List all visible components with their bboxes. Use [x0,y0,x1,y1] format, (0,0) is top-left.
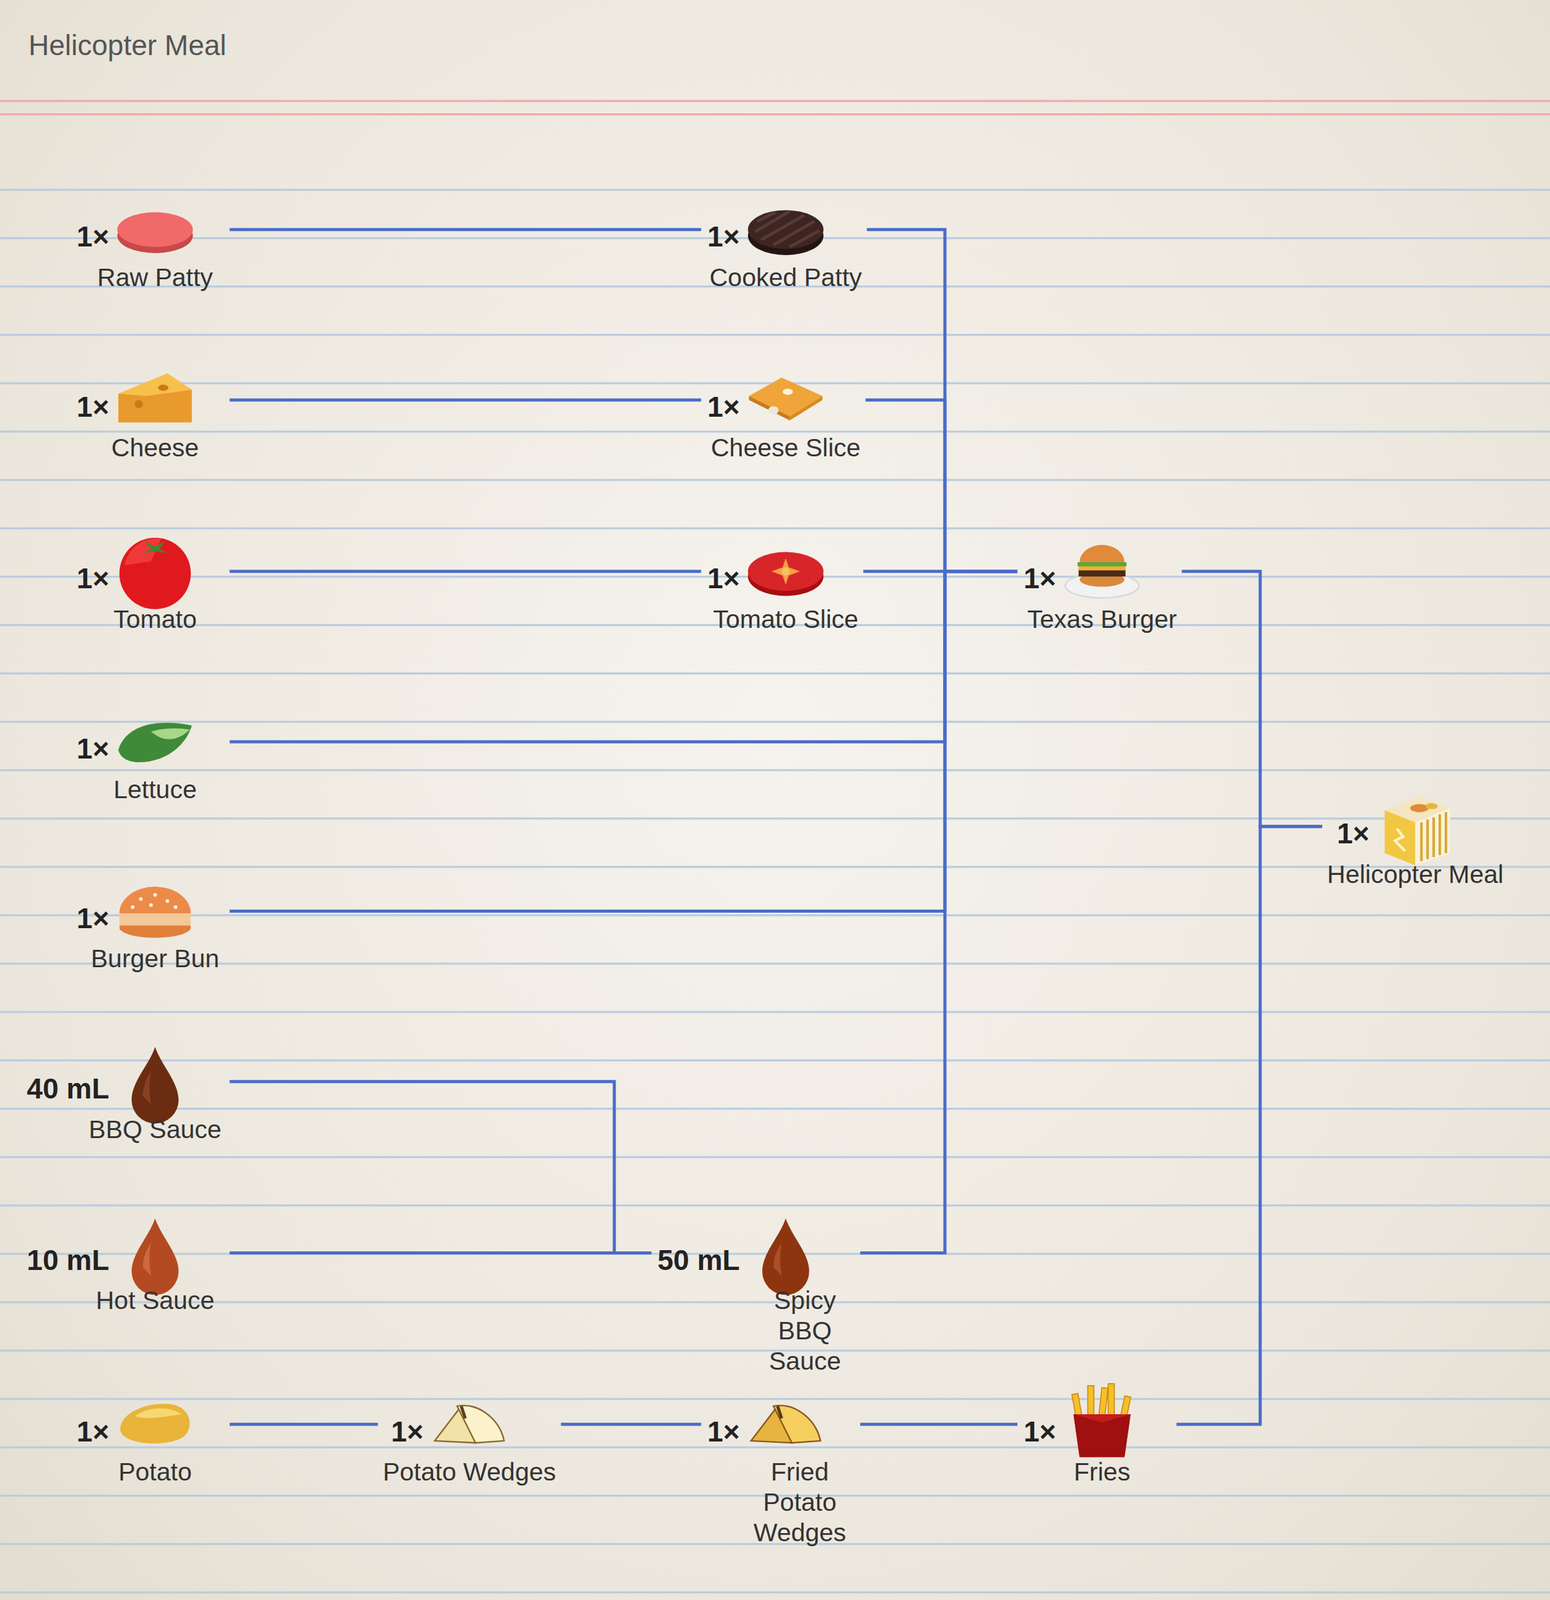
recipe-item: 1×Lettuce [70,700,230,809]
item-name: Tomato [113,604,197,635]
recipe-connector [229,1251,652,1255]
quantity-label: 40 mL [26,1074,109,1103]
recipe-connector [860,571,1018,1254]
recipe-item: 1× Fries [1017,1383,1177,1492]
recipe-item: 1× Potato [70,1383,230,1492]
spicy-bbq-drop [762,1218,810,1296]
item-name: Helicopter Meal [1327,859,1504,890]
quantity-label: 1× [707,564,740,593]
raw-patty-icon [117,212,193,254]
quantity-label: 1× [707,222,740,251]
potato-wedges-icon [434,1405,505,1443]
recipe-connector [865,400,1018,572]
tomato-icon [119,537,191,609]
ruled-lines [0,187,1550,1600]
hot-sauce-drop [131,1218,179,1296]
quantity-label: 1× [76,222,109,251]
quantity-label: 1× [76,392,109,422]
item-name: Tomato Slice [712,604,859,635]
recipe-item: 1× Fried Potato Wedges [700,1383,861,1552]
lettuce-icon [118,722,192,763]
item-name: Texas Burger [1027,604,1178,635]
recipe-item: 1× Burger Bun [70,870,230,979]
recipe-connector [561,1423,701,1427]
fries-icon [1071,1384,1131,1458]
quantity-label: 1× [1336,819,1370,848]
recipe-connector [229,569,701,573]
recipe-connector [1176,826,1323,1425]
recipe-item: 1× Raw Patty [70,188,230,297]
potato-icon [120,1403,190,1444]
bbq-sauce-drop [131,1047,179,1124]
recipe-connector [229,571,1018,742]
item-name: Raw Patty [97,262,214,293]
recipe-item: 50 mL Spicy BBQ Sauce [651,1212,861,1381]
texas-burger-icon [1065,544,1139,599]
quantity-label: 1× [707,1417,740,1446]
recipe-item: 1× Cheese Slice [700,359,866,467]
quantity-label: 1× [76,564,109,593]
item-name: Potato Wedges [382,1457,557,1488]
item-name: Cheese [111,432,199,464]
recipe-connector [229,1081,652,1254]
fried-potato-wedges-icon [751,1405,821,1443]
quantity-label: 1× [1023,564,1056,593]
recipe-item: 1× Potato Wedges [377,1383,562,1492]
recipe-item: 1× Texas Burger [1017,530,1182,639]
item-name: Cheese Slice [710,432,861,464]
recipe-connector [229,398,701,402]
quantity-label: 1× [707,392,740,422]
recipe-item: 1× Helicopter Meal [1322,785,1509,894]
recipe-item: 40 mL BBQ Sauce [20,1040,230,1149]
cheese-icon [118,373,192,423]
quantity-label: 1× [76,734,109,763]
recipe-connector [860,1423,1018,1427]
tomato-slice-icon [748,552,824,597]
recipe-item: 1×Tomato [70,530,230,639]
item-name: Cooked Patty [709,262,863,293]
item-name: BBQ Sauce [88,1114,222,1146]
quantity-label: 1× [76,904,109,933]
margin-line [0,100,1550,103]
recipe-item: 10 mL Hot Sauce [20,1212,230,1321]
burger-bun-icon [119,886,191,938]
margin-line [0,113,1550,116]
item-name: Potato [118,1457,192,1488]
recipe-connector [229,1423,378,1427]
quantity-label: 1× [1023,1417,1056,1446]
recipe-item: 1× Cooked Patty [700,188,867,297]
item-name: Lettuce [113,774,197,806]
cheese-slice-icon [748,377,823,421]
recipe-connector [1181,571,1323,827]
item-name: Burger Bun [91,943,220,975]
item-name: Hot Sauce [95,1285,215,1316]
recipe-item: 1× Tomato Slice [700,530,864,639]
quantity-label: 1× [390,1417,423,1446]
item-name: Fries [1073,1457,1131,1488]
page-title: Helicopter Meal [28,30,227,60]
cooked-patty-icon [748,209,824,256]
quantity-label: 50 mL [657,1245,741,1275]
meal-box-icon [1384,795,1450,866]
recipe-item: 1×Cheese [70,359,230,467]
quantity-label: 10 mL [26,1245,109,1275]
item-name: Spicy BBQ Sauce [749,1285,861,1377]
recipe-connector [229,571,1018,912]
quantity-label: 1× [76,1417,109,1446]
recipe-connector [229,227,701,231]
item-name: Fried Potato Wedges [739,1457,861,1549]
